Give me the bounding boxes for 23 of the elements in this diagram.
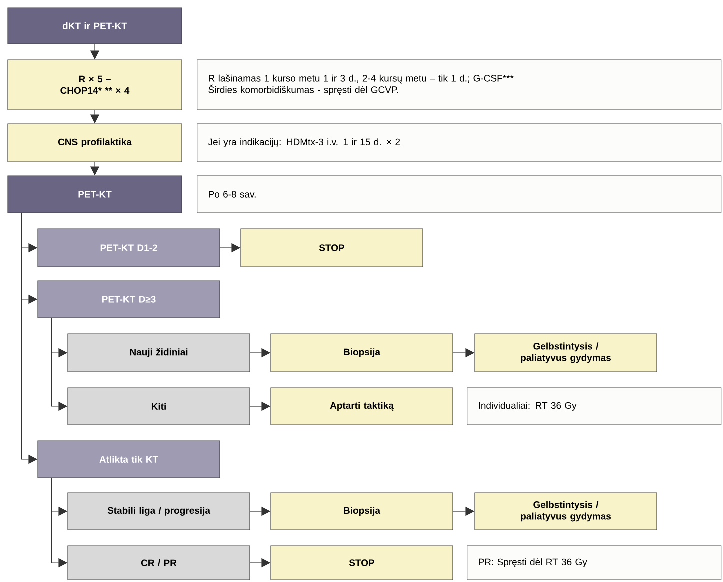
process-box: STOP bbox=[240, 228, 424, 268]
process-box: Biopsija bbox=[270, 334, 454, 372]
process-box: CR / PR bbox=[68, 546, 250, 580]
process-box: PET-KT D1-2 bbox=[38, 228, 220, 268]
process-box: CNS profilaktika bbox=[8, 124, 182, 162]
process-box: Gelbstintysis / paliatyvus gydymas bbox=[474, 334, 658, 372]
process-box: PET-KT bbox=[8, 176, 182, 214]
process-box: Biopsija bbox=[270, 492, 454, 530]
process-box: Kiti bbox=[68, 388, 250, 426]
process-box: dKT ir PET-KT bbox=[8, 8, 182, 44]
process-box: Atlikta tik KT bbox=[38, 440, 220, 478]
process-box: Nauji židiniai bbox=[68, 334, 250, 372]
process-box: PET-KT D≥3 bbox=[38, 280, 220, 318]
process-box: Gelbstintysis / paliatyvus gydymas bbox=[474, 492, 658, 530]
note-box: PR: Spręsti dėl RT 36 Gy bbox=[467, 546, 722, 580]
note-box: Jei yra indikacijų: HDMtx-3 i.v. 1 ir 15 d. × 2 bbox=[197, 124, 722, 162]
note-box: Individualiai: RT 36 Gy bbox=[467, 388, 722, 426]
note-box: R lašinamas 1 kurso metu 1 ir 3 d., 2-4 kursų metu – tik 1 d.; G-CSF*** Širdies komorbidiškumas - spręsti dėl GCVP. bbox=[197, 60, 722, 110]
process-box: Aptarti taktiką bbox=[270, 388, 454, 426]
process-box: R × 5 – CHOP14* ** × 4 bbox=[8, 60, 182, 110]
note-box: Po 6-8 sav. bbox=[197, 176, 722, 214]
process-box: Stabili liga / progresija bbox=[68, 492, 250, 530]
process-box: STOP bbox=[270, 546, 454, 580]
